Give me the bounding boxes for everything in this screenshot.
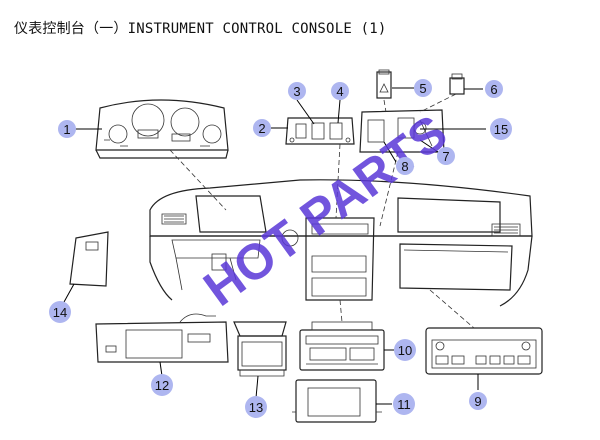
page-title: 仪表控制台（一）INSTRUMENT CONTROL CONSOLE (1) <box>14 21 387 37</box>
callout-8-label: 8 <box>401 159 408 174</box>
dashboard <box>149 179 533 307</box>
callout-5: 5 <box>414 79 432 97</box>
small-switch <box>449 73 465 95</box>
callout-14-label: 14 <box>53 305 67 320</box>
callout-7-label: 7 <box>442 149 449 164</box>
hazard-switch <box>376 69 392 99</box>
watermark-text: HOT PARTS <box>194 104 458 317</box>
callout-3: 3 <box>288 82 306 100</box>
climate-panel <box>425 327 543 375</box>
callout-13-label: 13 <box>249 400 263 415</box>
callout-6: 6 <box>485 80 503 98</box>
callout-10: 10 <box>394 339 416 361</box>
callout-9-label: 9 <box>474 394 481 409</box>
callout-15-label: 15 <box>494 122 508 137</box>
callout-1-label: 1 <box>63 122 70 137</box>
callout-14: 14 <box>49 301 71 323</box>
callout-12-label: 12 <box>155 378 169 393</box>
display-unit <box>292 379 382 423</box>
callout-10-label: 10 <box>398 343 412 358</box>
switch-panel <box>285 117 355 145</box>
small-monitor <box>233 321 287 377</box>
callout-12: 12 <box>151 374 173 396</box>
connection-lines <box>169 93 475 329</box>
card-part <box>69 231 109 287</box>
callout-11-label: 11 <box>397 397 411 412</box>
callout-6-label: 6 <box>490 82 497 97</box>
leader-lines <box>63 87 486 405</box>
callout-13: 13 <box>245 396 267 418</box>
instrument-cluster <box>95 99 229 159</box>
callout-7: 7 <box>437 147 455 165</box>
callout-15: 15 <box>490 118 512 140</box>
callout-5-label: 5 <box>419 81 426 96</box>
callout-3-label: 3 <box>293 84 300 99</box>
radio-unit <box>299 321 385 371</box>
callout-4-label: 4 <box>336 84 343 99</box>
callout-2-label: 2 <box>258 121 265 136</box>
callout-2: 2 <box>253 119 271 137</box>
callout-1: 1 <box>58 120 76 138</box>
callout-9: 9 <box>469 392 487 410</box>
callout-8: 8 <box>396 157 414 175</box>
callout-11: 11 <box>393 393 415 415</box>
sun-visor <box>95 313 229 363</box>
callout-4: 4 <box>331 82 349 100</box>
